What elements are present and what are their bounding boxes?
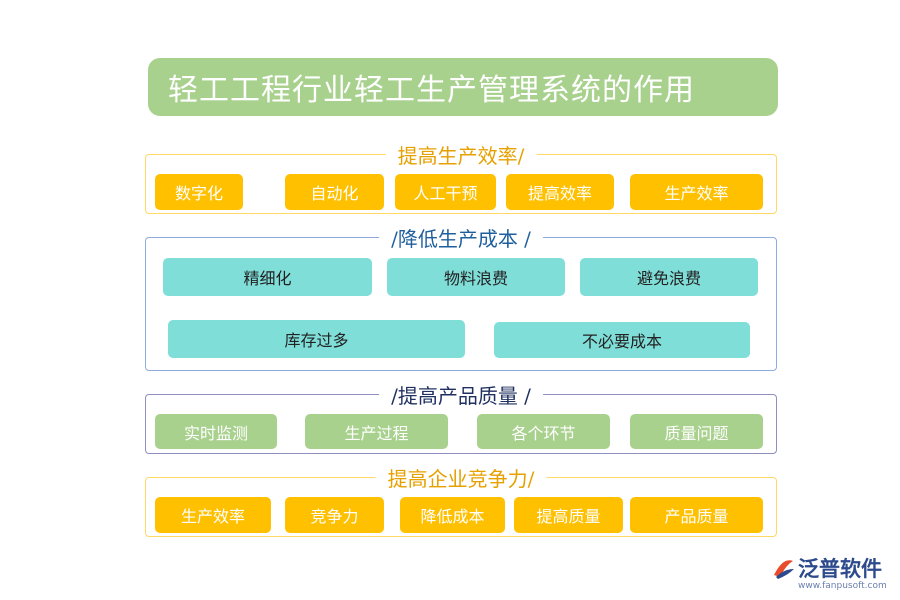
section-label: /提高产品质量 / [379,380,543,409]
section-improve-quality: /提高产品质量 / 实时监测 生产过程 各个环节 质量问题 [145,380,777,454]
company-logo: 泛普软件 www.fanpusoft.com [770,553,895,598]
section-label: 提高企业竞争力/ [375,463,547,492]
item-realtime-monitoring: 实时监测 [155,414,277,449]
item-improve-quality: 提高质量 [514,497,623,533]
section-improve-efficiency: 提高生产效率/ 数字化 自动化 人工干预 提高效率 生产效率 [145,140,777,214]
item-automation: 自动化 [285,174,384,210]
section-reduce-cost: /降低生产成本 / 精细化 物料浪费 避免浪费 库存过多 不必要成本 [145,223,777,371]
logo-icon [774,560,794,579]
logo-text: 泛普软件 [798,557,882,581]
item-digitalization: 数字化 [155,174,243,210]
item-refinement: 精细化 [163,258,372,296]
section-competitiveness: 提高企业竞争力/ 生产效率 竞争力 降低成本 提高质量 产品质量 [145,463,777,537]
diagram-title: 轻工工程行业轻工生产管理系统的作用 [148,58,778,116]
section-label: 提高生产效率/ [385,140,537,169]
item-reduce-cost: 降低成本 [400,497,505,533]
section-label: /降低生产成本 / [379,223,543,252]
item-quality-issues: 质量问题 [630,414,763,449]
item-product-quality: 产品质量 [630,497,763,533]
item-each-link: 各个环节 [477,414,610,449]
item-production-process: 生产过程 [305,414,448,449]
logo-url: www.fanpusoft.com [798,581,887,591]
item-competitiveness: 竞争力 [285,497,384,533]
item-production-efficiency: 生产效率 [630,174,763,210]
item-production-efficiency: 生产效率 [155,497,271,533]
item-manual-intervention: 人工干预 [395,174,496,210]
diagram-title-text: 轻工工程行业轻工生产管理系统的作用 [168,73,695,108]
item-avoid-waste: 避免浪费 [580,258,758,296]
item-unnecessary-cost: 不必要成本 [494,322,750,358]
item-material-waste: 物料浪费 [387,258,565,296]
item-excess-inventory: 库存过多 [168,320,465,358]
item-improve-efficiency: 提高效率 [506,174,614,210]
